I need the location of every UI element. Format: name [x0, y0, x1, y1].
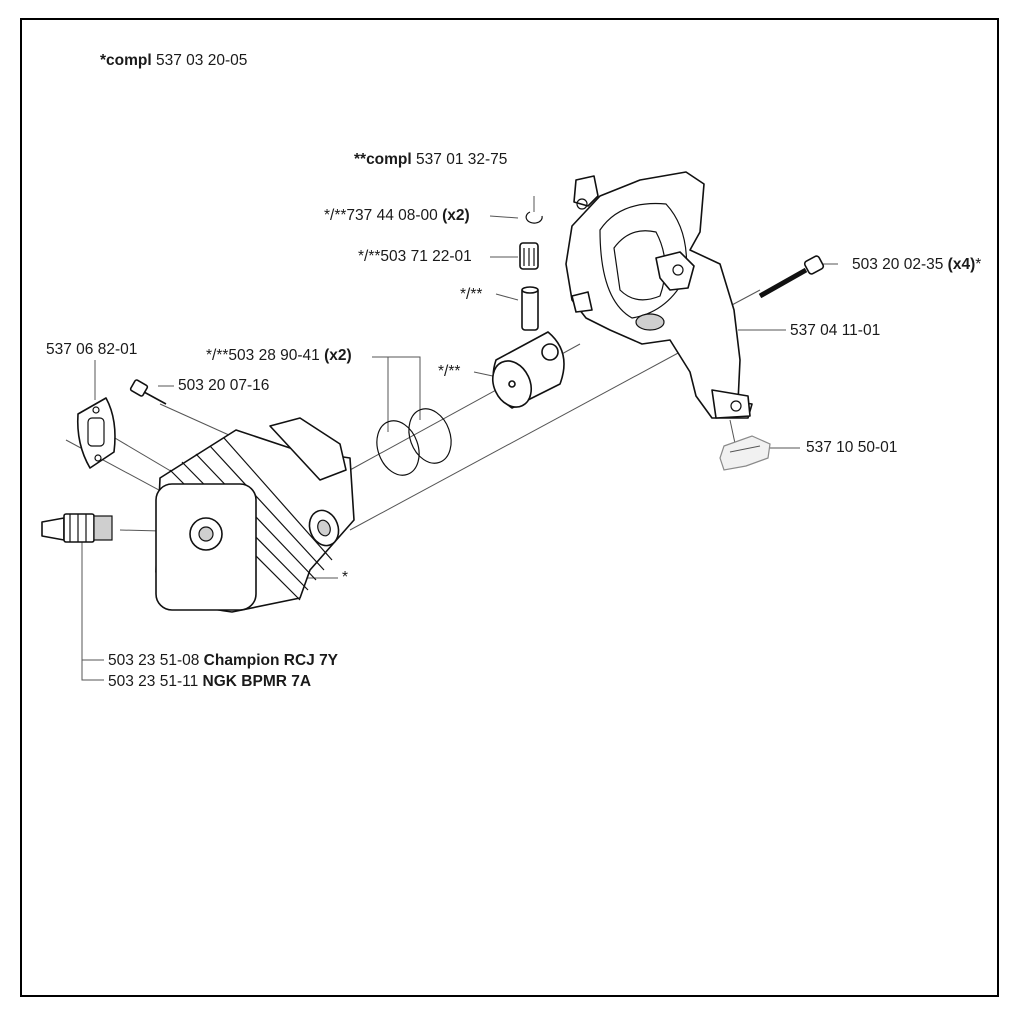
part-label-circlip: */**737 44 08-00 (x2) [324, 207, 470, 224]
spark-plug-icon [41, 513, 113, 543]
part-label-spark-plug-ngk: 503 23 51-11 NGK BPMR 7A [108, 673, 312, 690]
part-label-needle-bearing: */**503 71 22-01 [358, 248, 472, 265]
piston-icon [491, 331, 565, 409]
clip-icon [719, 435, 771, 471]
needle-bearing-icon [519, 242, 539, 270]
cylinder-screw-icon [129, 379, 167, 405]
compl-sub-label: **compl 537 01 32-75 [354, 151, 508, 168]
part-label-crankcase: 537 04 11-01 [790, 322, 881, 339]
cylinder-icon [155, 417, 355, 613]
part-label-cylinder-screw: 503 20 07-16 [178, 377, 270, 394]
part-label-cylinder: * [342, 569, 349, 586]
diagram-frame [20, 18, 999, 997]
crankcase-icon [565, 171, 753, 419]
gasket-icon [76, 397, 116, 469]
compl-main-label: *compl 537 03 20-05 [100, 52, 248, 69]
piston-rings-icon [376, 408, 452, 476]
part-label-clip: 537 10 50-01 [806, 439, 898, 456]
crankcase-screw-icon [758, 255, 825, 299]
part-label-spark-plug-champion: 503 23 51-08 Champion RCJ 7Y [108, 652, 339, 669]
part-label-piston: */** [438, 363, 461, 380]
part-label-gasket: 537 06 82-01 [46, 341, 138, 358]
part-label-piston-rings: */**503 28 90-41 (x2) [206, 347, 352, 364]
part-label-crankcase-screw: 503 20 02-35 (x4)* [852, 256, 982, 273]
piston-pin-icon [521, 286, 539, 331]
circlip-icon [525, 211, 543, 224]
part-label-piston-pin: */** [460, 286, 483, 303]
